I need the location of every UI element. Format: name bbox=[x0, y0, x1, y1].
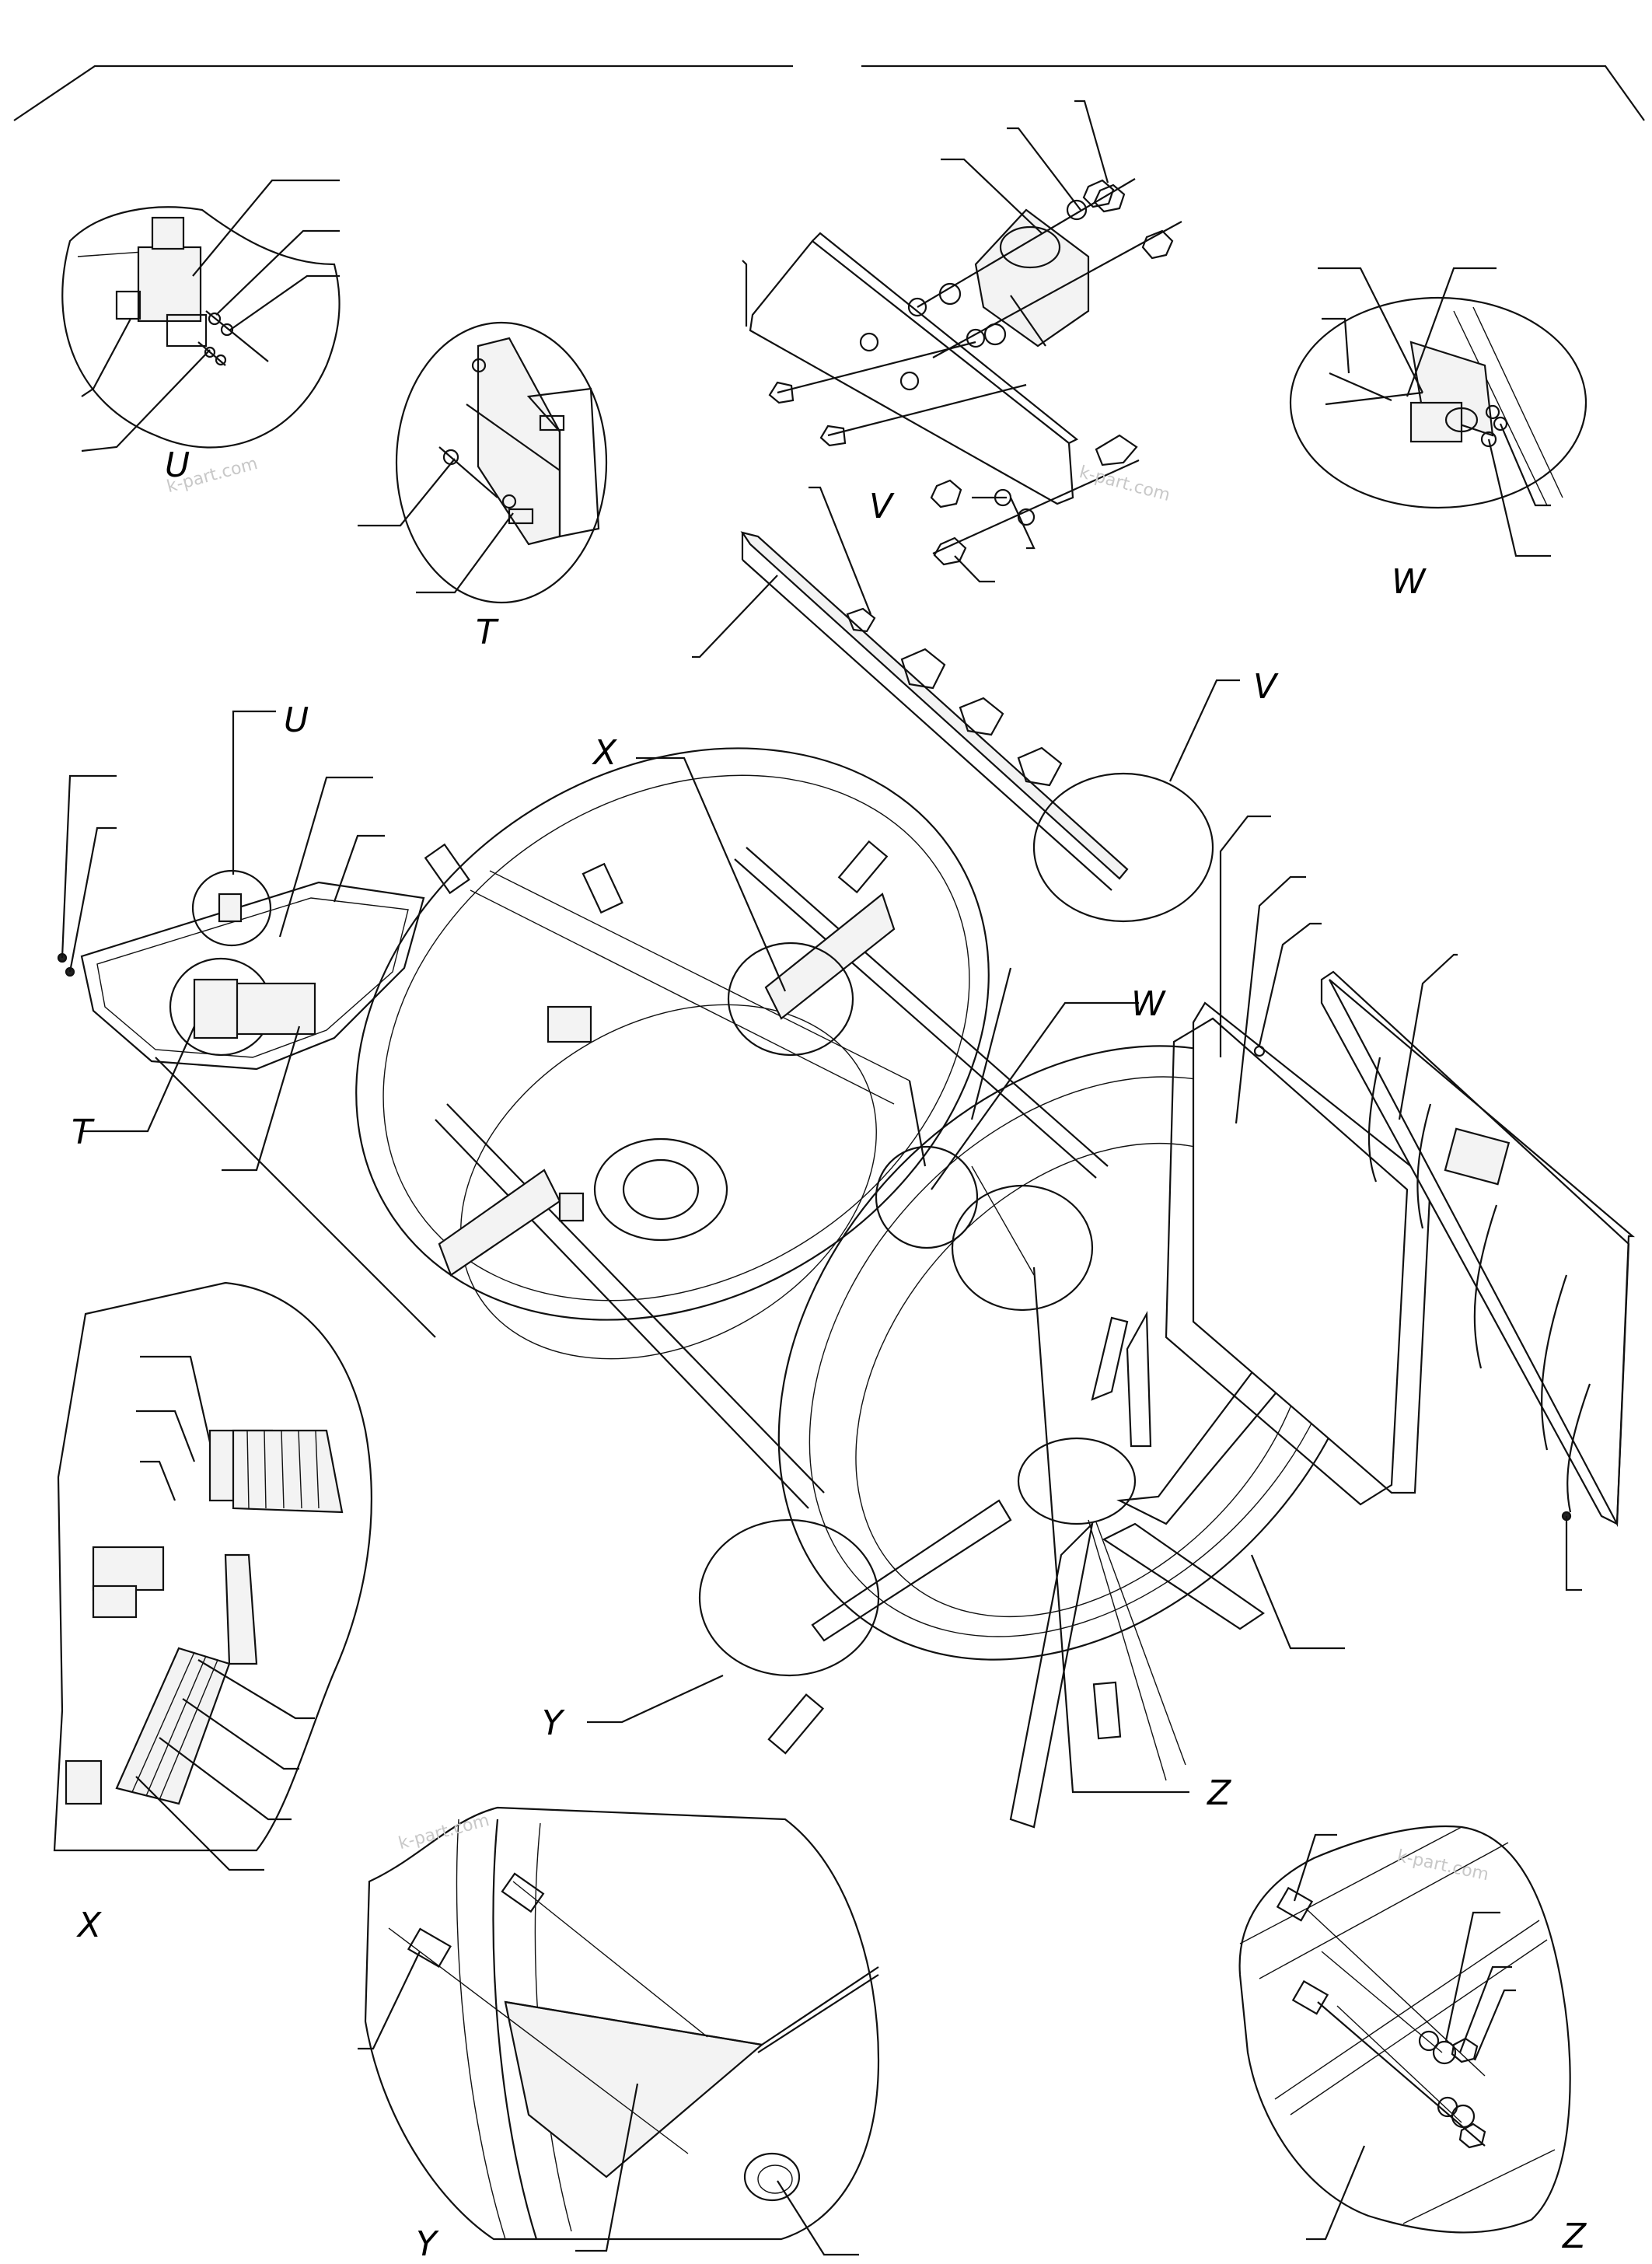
detail-x bbox=[53, 1281, 372, 1871]
left-panel-assembly bbox=[57, 710, 436, 1338]
label-y-reference: Y bbox=[542, 1703, 563, 1743]
label-w-detail: W bbox=[1392, 562, 1426, 602]
v-rail-assembly bbox=[692, 486, 1240, 923]
top-border bbox=[13, 65, 1645, 121]
label-v-reference: V bbox=[1253, 667, 1277, 707]
right-side-panels bbox=[1165, 815, 1636, 1591]
detail-z bbox=[1238, 1825, 1571, 2241]
label-y-detail: Y bbox=[416, 2224, 437, 2264]
label-t-reference: T bbox=[72, 1113, 93, 1152]
detail-w bbox=[1289, 267, 1587, 557]
label-t-detail: T bbox=[476, 613, 497, 652]
label-x-reference: X bbox=[593, 733, 617, 773]
label-u-reference: U bbox=[284, 701, 309, 740]
label-u-detail: U bbox=[165, 445, 190, 485]
label-v-detail: V bbox=[869, 487, 893, 526]
detail-v bbox=[742, 100, 1182, 583]
label-z-reference: Z bbox=[1207, 1773, 1231, 1813]
detail-t bbox=[358, 321, 608, 604]
detail-y bbox=[358, 1806, 880, 2256]
label-w-reference: W bbox=[1131, 984, 1165, 1024]
label-z-detail: Z bbox=[1563, 2217, 1587, 2256]
detail-u bbox=[61, 179, 341, 452]
label-x-detail: X bbox=[78, 1906, 102, 1945]
